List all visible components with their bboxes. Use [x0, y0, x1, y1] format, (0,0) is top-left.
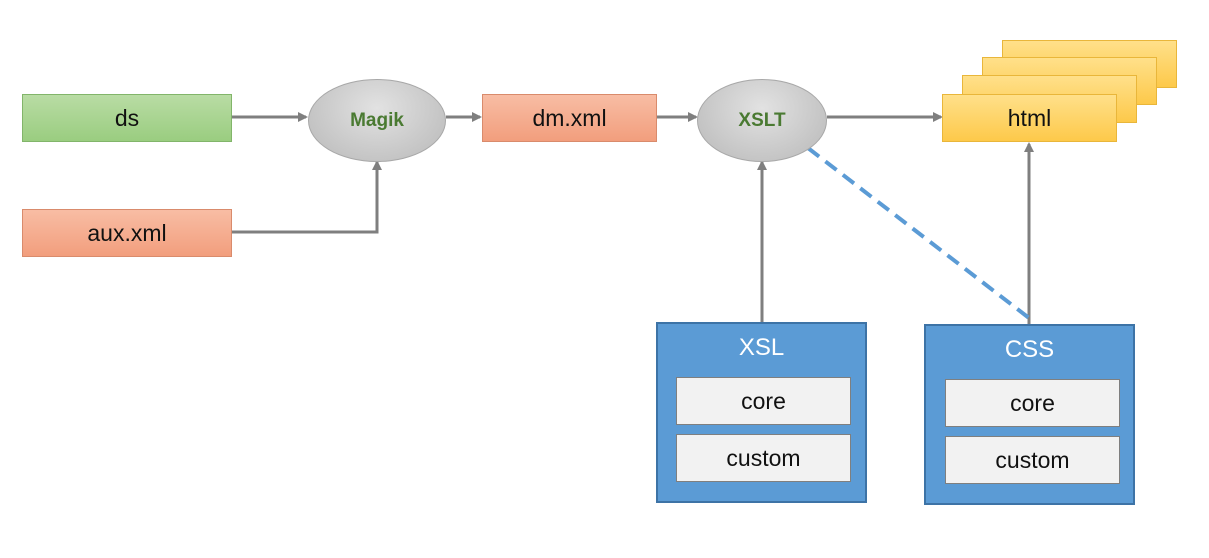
node-html: html	[942, 94, 1117, 142]
group-xsl: XSL core custom	[656, 322, 867, 503]
css-custom-box: custom	[945, 436, 1120, 484]
node-ds: ds	[22, 94, 232, 142]
group-xsl-title: XSL	[738, 334, 785, 361]
css-core-box: core	[945, 379, 1120, 427]
node-aux-xml: aux.xml	[22, 209, 232, 257]
xsl-custom-box: custom	[676, 434, 851, 482]
arrow-aux-magik	[232, 160, 382, 234]
node-magik: Magik	[308, 79, 446, 162]
group-css: CSS core custom	[924, 324, 1135, 505]
node-dm-xml: dm.xml	[482, 94, 657, 142]
dashed-link-xslt-css	[806, 146, 1031, 320]
xsl-core-box: core	[676, 377, 851, 425]
group-css-title: CSS	[1004, 336, 1055, 363]
node-xslt: XSLT	[697, 79, 827, 162]
